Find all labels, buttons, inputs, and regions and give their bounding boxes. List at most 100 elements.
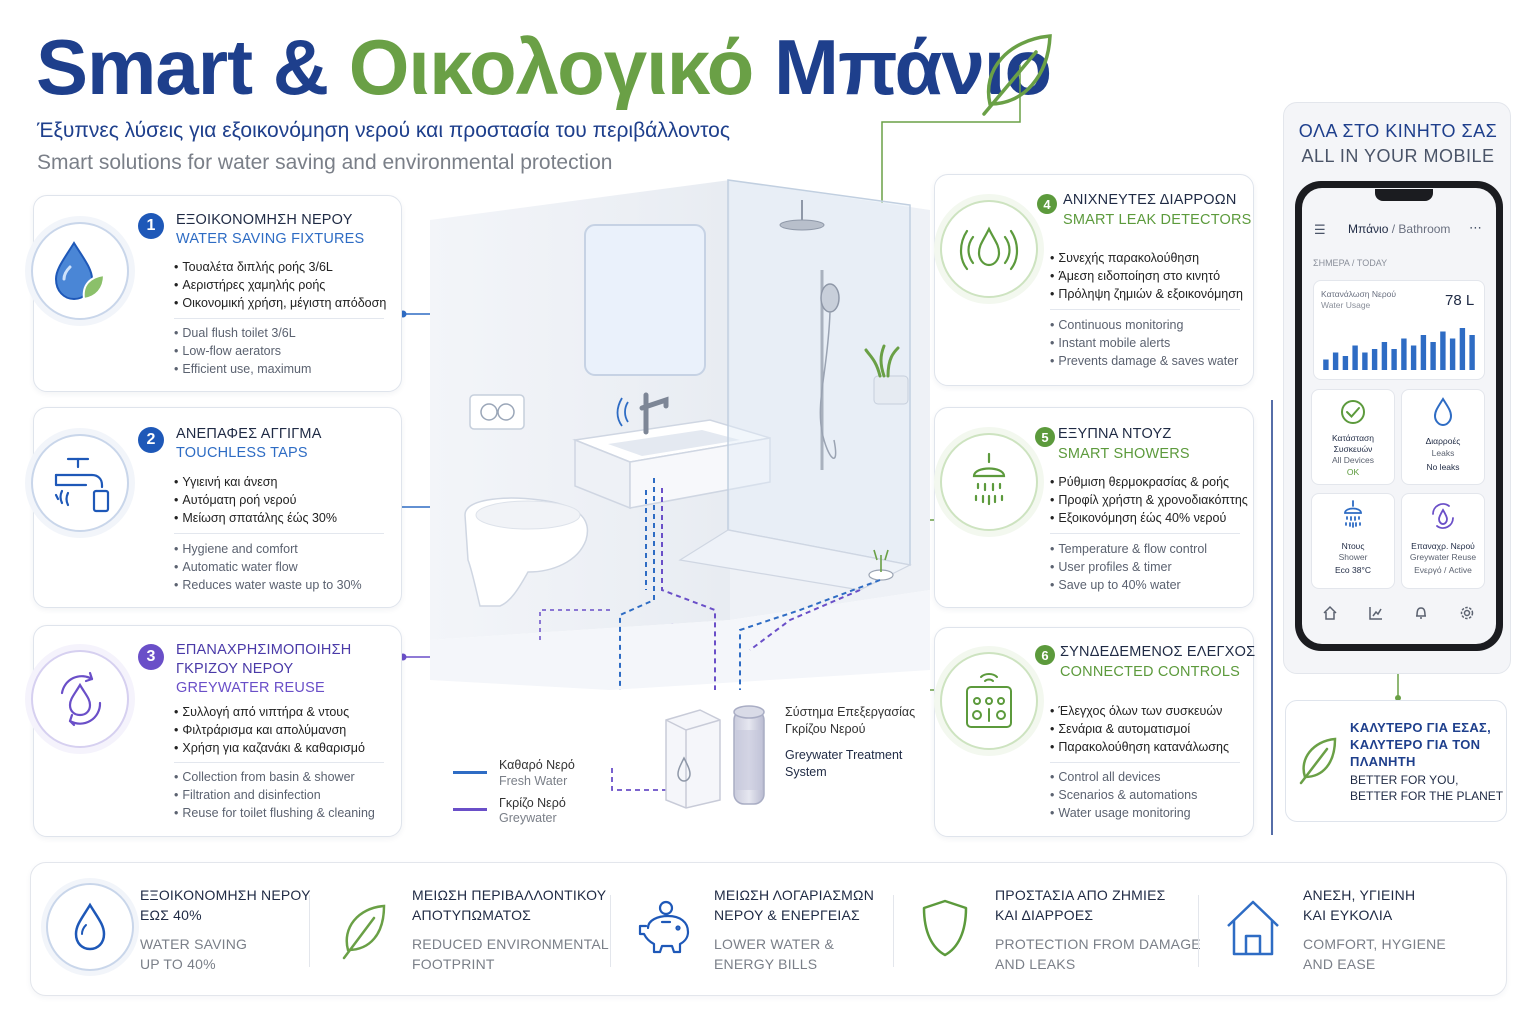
feature-title-english: GREYWATER REUSE (176, 680, 325, 696)
subtitle-greek: Έξυπνες λύσεις για εξοικονόμηση νερού κα… (37, 119, 730, 142)
droplet-icon (74, 902, 106, 951)
better-text-greek: ΚΑΛΥΤΕΡΟ ΓΙΑ ΕΣΑΣ, ΚΑΛΥΤΕΡΟ ΓΙΑ ΤΟΝ ΠΛΑΝ… (1350, 720, 1492, 769)
list-item: Πρόληψη ζημιών & εξοικονόμηση (1050, 285, 1243, 303)
legend-grey-english: Greywater (499, 811, 557, 825)
feature-title-english: WATER SAVING FIXTURES (176, 231, 365, 247)
legend-fresh-english: Fresh Water (499, 774, 568, 788)
feature-points-greek: Έλεγχος όλων των συσκευών Σενάρια & αυτο… (1050, 702, 1229, 756)
smart-shower-icon-circle (940, 433, 1038, 531)
feature-title-greek: ΕΞΥΠΝΑ ΝΤΟΥΖ (1058, 426, 1172, 442)
list-item: Συνεχής παρακολούθηση (1050, 249, 1243, 267)
water-usage-card[interactable] (1313, 280, 1485, 380)
water-usage-value: 78 L (1445, 292, 1475, 309)
benefit-protection-greek: ΠΡΟΣΤΑΣΙΑ ΑΠΟ ΖΗΜΙΕΣ ΚΑΙ ΔΙΑΡΡΟΕΣ (995, 887, 1166, 923)
legend-grey-greek: Γκρίζο Νερό (499, 796, 566, 810)
gear-icon[interactable] (1459, 605, 1475, 621)
list-item: Control all devices (1050, 768, 1197, 786)
title-smart: Smart & (36, 23, 349, 111)
feature-number-6: 6 (1035, 645, 1055, 665)
feature-points-greek: Υγιεινή και άνεση Αυτόματη ροή νερού Μεί… (174, 473, 337, 527)
check-circle-icon (1341, 400, 1365, 424)
usage-bar (1430, 342, 1436, 370)
list-item: Χρήση για καζανάκι & καθαρισμό (174, 739, 365, 757)
tile-label-english: Leaks (1431, 448, 1455, 458)
usage-bar (1391, 349, 1397, 370)
chart-icon[interactable] (1368, 605, 1384, 621)
feature-points-english: Collection from basin & shower Filtratio… (174, 768, 375, 822)
subtitle-english: Smart solutions for water saving and env… (37, 151, 613, 174)
leaf-icon (982, 34, 1052, 116)
feature-number-3: 3 (138, 644, 164, 670)
divider (174, 762, 384, 763)
usage-bar (1420, 335, 1427, 370)
more-options-icon[interactable]: ⋯ (1469, 220, 1482, 235)
water-saving-icon-circle (31, 222, 129, 320)
tile-label-greek: Διαρροές (1425, 436, 1461, 446)
feature-title-english: SMART LEAK DETECTORS (1063, 212, 1252, 228)
list-item: Water usage monitoring (1050, 804, 1197, 822)
title-ecological: Οικολογικό (348, 23, 755, 111)
feature-points-english: Dual flush toilet 3/6L Low-flow aerators… (174, 324, 311, 378)
divider (1198, 895, 1199, 967)
shower-icon (1344, 500, 1362, 528)
feature-number-5: 5 (1035, 427, 1055, 447)
usage-bar (1401, 338, 1407, 370)
list-item: Υγιεινή και άνεση (174, 473, 337, 491)
mobile-title-greek: ΟΛΑ ΣΤΟ ΚΙΝΗΤΟ ΣΑΣ (1298, 121, 1498, 141)
list-item: Collection from basin & shower (174, 768, 375, 786)
divider (1050, 533, 1240, 534)
list-item: Αυτόματη ροή νερού (174, 491, 337, 509)
usage-bar (1410, 345, 1417, 370)
list-item: Τουαλέτα διπλής ροής 3/6L (174, 258, 386, 276)
shower-icon (972, 452, 1006, 506)
treatment-label-line: Γκρίζου Νερού (785, 722, 866, 736)
usage-bar (1440, 331, 1446, 370)
benefits-bar (30, 862, 1507, 996)
bell-icon[interactable] (1413, 605, 1429, 621)
mobile-title-english: ALL IN YOUR MOBILE (1301, 146, 1495, 166)
feature-points-greek: Συλλογή από νιπτήρα & ντους Φιλτράρισμα … (174, 703, 365, 757)
benefit-water-icon-circle (46, 883, 134, 971)
benefit-bills-english: LOWER WATER & ENERGY BILLS (714, 936, 835, 972)
droplet-signal-icon (959, 226, 1019, 271)
app-title-separator: / (1388, 222, 1399, 236)
feature-points-greek: Τουαλέτα διπλής ροής 3/6L Αεριστήρες χαμ… (174, 258, 386, 312)
benefit-footprint-greek: ΜΕΙΩΣΗ ΠΕΡΙΒΑΛΛΟΝΤΙΚΟΥ ΑΠΟΤΥΠΩΜΑΤΟΣ (412, 887, 607, 923)
tile-label-english: All Devices (1331, 455, 1375, 465)
list-item: Reduces water waste up to 30% (174, 576, 361, 594)
list-item: Άμεση ειδοποίηση στο κινητό (1050, 267, 1243, 285)
water-usage-label-english: Water Usage (1321, 300, 1371, 310)
list-item: Μείωση σπατάλης έώς 30% (174, 509, 337, 527)
leaf-icon (342, 904, 386, 960)
feature-title-english: SMART SHOWERS (1058, 446, 1190, 462)
divider (309, 895, 310, 967)
water-usage-bar-chart (1323, 328, 1475, 370)
home-icon[interactable] (1322, 605, 1338, 621)
feature-title-greek: ΑΝΕΠΑΦΕΣ ΑΓΓΙΓΜΑ (176, 426, 322, 442)
list-item: Συλλογή από νιπτήρα & ντους (174, 703, 365, 721)
list-item: Παρακολούθηση κατανάλωσης (1050, 738, 1229, 756)
list-item: Οικονομική χρήση, μέγιστη απόδοση (174, 294, 386, 312)
tile-status: Eco 38°C (1334, 565, 1371, 575)
benefit-comfort-greek: ΑΝΕΣΗ, ΥΓΙΕΙΝΗ ΚΑΙ ΕΥΚΟΛΙΑ (1303, 887, 1416, 923)
app-title-greek: Μπάνιο (1348, 222, 1389, 236)
benefit-bills-greek: ΜΕΙΩΣΗ ΛΟΓΑΡΙΑΣΜΩΝ ΝΕΡΟΥ & ΕΝΕΡΓΕΙΑΣ (714, 887, 875, 923)
usage-bar (1362, 352, 1368, 370)
list-item: Έλεγχος όλων των συσκευών (1050, 702, 1229, 720)
divider (1050, 762, 1240, 763)
tile-status: OK (1346, 467, 1360, 477)
greywater-icon-circle (31, 650, 129, 748)
list-item: Φιλτράρισμα και απολύμανση (174, 721, 365, 739)
phone-notch (1375, 189, 1433, 201)
tile-label-greek: Συσκευών (1333, 444, 1373, 454)
feature-title-english: TOUCHLESS TAPS (176, 445, 308, 461)
list-item: Εξοικονόμηση έώς 40% νερού (1050, 509, 1248, 527)
tile-leaks[interactable] (1401, 389, 1485, 485)
menu-icon[interactable]: ☰ (1314, 222, 1326, 237)
list-item: Temperature & flow control (1050, 540, 1207, 558)
usage-bar (1459, 328, 1466, 370)
tap-icon (54, 457, 110, 513)
divider (174, 318, 384, 319)
tile-device-status[interactable] (1311, 389, 1395, 485)
